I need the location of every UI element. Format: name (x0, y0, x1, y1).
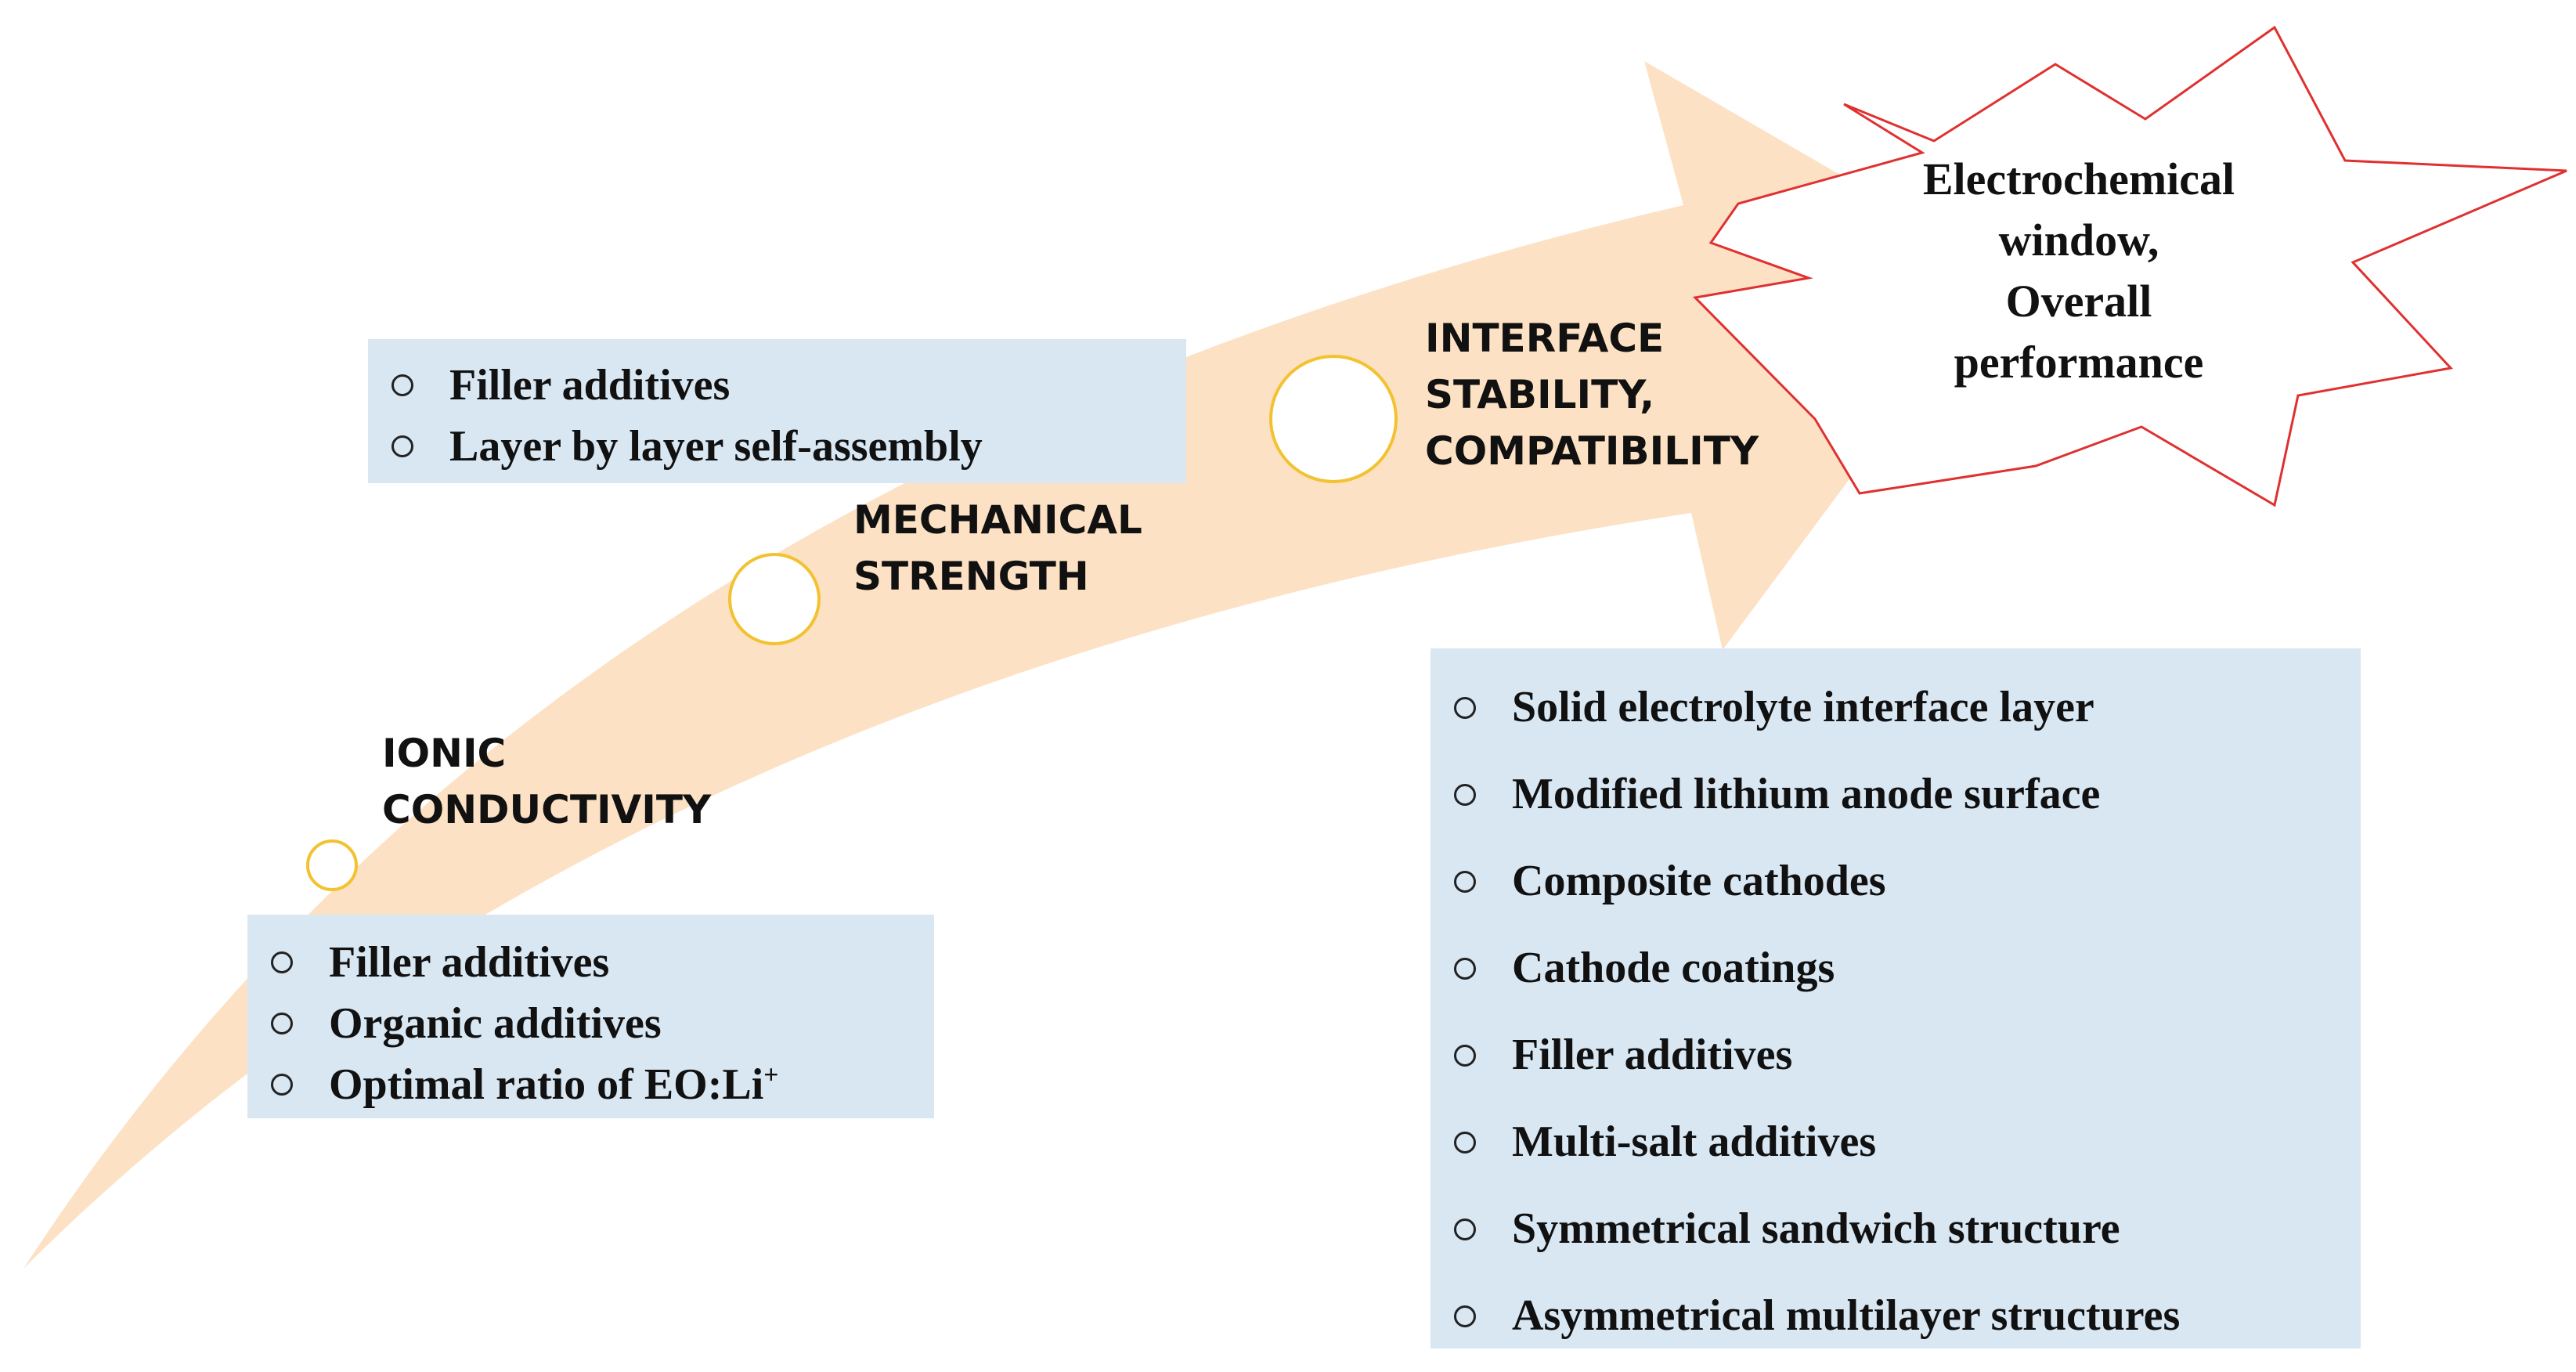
ionic-strategies-list: Filler additives Organic additives Optim… (271, 932, 934, 1115)
stage-label-mechanical-strength: MECHANICAL STRENGTH (853, 492, 1142, 605)
stage-label-interface-stability: INTERFACE STABILITY, COMPATIBILITY (1425, 310, 1759, 479)
stage-label-line: COMPATIBILITY (1425, 428, 1759, 474)
goal-line: Overall (2005, 276, 2152, 327)
bullet-icon (1454, 957, 1476, 980)
goal-burst (1692, 25, 2567, 507)
list-item: Layer by layer self-assembly (391, 416, 1186, 477)
list-item: Modified lithium anode surface (1454, 751, 2361, 838)
goal-text: Electrochemical window, Overall performa… (1863, 149, 2294, 393)
list-item-text: Symmetrical sandwich structure (1512, 1204, 2120, 1253)
stage-label-line: CONDUCTIVITY (382, 787, 712, 832)
bullet-icon (271, 1013, 293, 1034)
list-item: Symmetrical sandwich structure (1454, 1186, 2361, 1273)
bullet-icon (391, 435, 413, 457)
progress-arrow (23, 61, 2004, 1269)
stage-label-line: STABILITY, (1425, 372, 1655, 417)
stage-marker-interface (1269, 355, 1398, 483)
list-item: Multi-salt additives (1454, 1099, 2361, 1186)
bullet-icon (1454, 1218, 1476, 1240)
list-item: Filler additives (1454, 1012, 2361, 1099)
interface-strategies-list: Solid electrolyte interface layer Modifi… (1454, 664, 2361, 1359)
mechanical-strategies-box: Filler additives Layer by layer self-ass… (368, 339, 1186, 483)
list-item-text: Cathode coatings (1512, 944, 1835, 992)
bullet-icon (1454, 783, 1476, 806)
list-item: Filler additives (271, 932, 934, 993)
goal-line: performance (1954, 337, 2204, 388)
stage-label-line: INTERFACE (1425, 316, 1665, 361)
list-item-text: Asymmetrical multilayer structures (1512, 1291, 2181, 1340)
list-item: Optimal ratio of EO:Li+ (271, 1054, 934, 1115)
list-item-text: Filler additives (449, 361, 731, 410)
mechanical-strategies-list: Filler additives Layer by layer self-ass… (391, 355, 1186, 477)
bullet-icon (271, 1074, 293, 1096)
list-item-text: Filler additives (1512, 1031, 1793, 1079)
bullet-icon (1454, 1305, 1476, 1327)
stage-label-line: STRENGTH (853, 554, 1089, 599)
stage-label-ionic-conductivity: IONIC CONDUCTIVITY (382, 725, 711, 838)
bullet-icon (1454, 696, 1476, 719)
list-item: Filler additives (391, 355, 1186, 416)
list-item-text: Filler additives (329, 938, 610, 987)
stage-marker-mechanical (728, 553, 821, 645)
list-item: Composite cathodes (1454, 838, 2361, 925)
list-item-text: Composite cathodes (1512, 857, 1886, 905)
stage-marker-ionic (306, 839, 358, 891)
bullet-icon (1454, 1131, 1476, 1154)
list-item-text: Optimal ratio of EO:Li+ (329, 1054, 778, 1115)
interface-strategies-box: Solid electrolyte interface layer Modifi… (1431, 648, 2361, 1349)
stage-label-line: MECHANICAL (853, 497, 1142, 543)
bullet-icon (1454, 1044, 1476, 1067)
list-item-text: Layer by layer self-assembly (449, 422, 983, 471)
list-item-text: Multi-salt additives (1512, 1117, 1877, 1166)
goal-line: window, (1998, 215, 2159, 265)
list-item: Asymmetrical multilayer structures (1454, 1273, 2361, 1359)
list-item-text: Modified lithium anode surface (1512, 770, 2101, 818)
stage-label-line: IONIC (382, 731, 507, 776)
bullet-icon (271, 951, 293, 973)
list-item: Organic additives (271, 993, 934, 1054)
bullet-icon (1454, 870, 1476, 893)
list-item: Solid electrolyte interface layer (1454, 664, 2361, 751)
list-item-text: Solid electrolyte interface layer (1512, 683, 2094, 731)
list-item: Cathode coatings (1454, 925, 2361, 1012)
list-item-text-main: Optimal ratio of EO:Li (329, 1060, 764, 1109)
bullet-icon (391, 374, 413, 396)
ionic-strategies-box: Filler additives Organic additives Optim… (247, 915, 934, 1118)
superscript-plus: + (763, 1060, 779, 1090)
goal-line: Electrochemical (1922, 153, 2235, 204)
list-item-text: Organic additives (329, 999, 662, 1048)
